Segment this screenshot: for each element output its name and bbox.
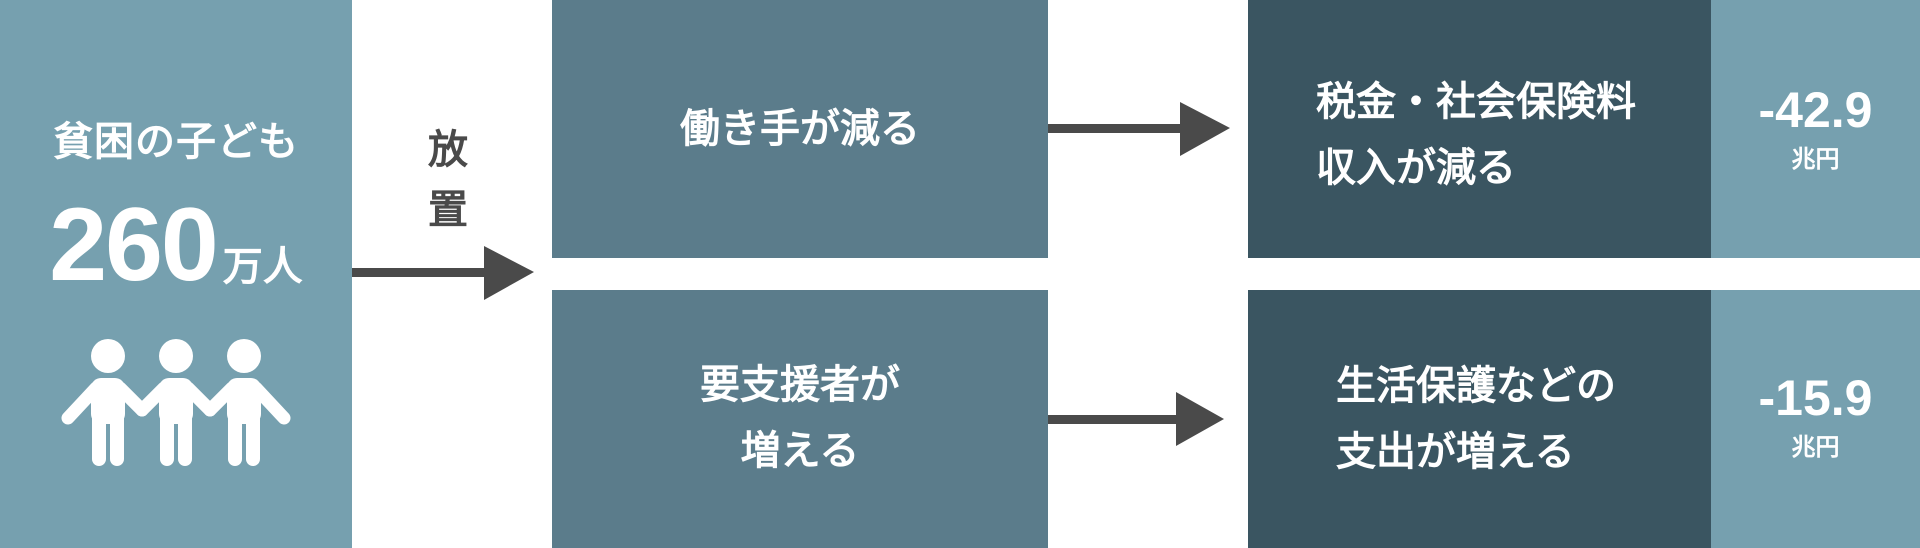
more-support-needed-line1: 要支援者が [700,362,900,408]
welfare-spending-box: 生活保護などの 支出が増える [1248,290,1711,548]
fewer-workers-box: 働き手が減る [552,0,1048,258]
bottom-right-arrow-icon [1048,392,1224,446]
tax-revenue-box: 税金・社会保険料 収入が減る [1248,0,1711,258]
tax-revenue-amount-box: -42.9 兆円 [1711,0,1920,258]
tax-revenue-amount: -42.9 [1758,82,1873,138]
neglect-label-line2: 置 [428,187,468,233]
welfare-spending-line2: 支出が増える [1336,429,1575,475]
poor-children-count-unit: 万人 [222,244,303,290]
poor-children-label: 貧困の子ども [53,119,299,165]
welfare-spending-amount-unit: 兆円 [1791,433,1840,461]
neglect-label-line1: 放 [428,127,468,173]
neglect-label: 放 置 [420,120,476,240]
more-support-needed-line2: 増える [740,428,860,474]
people-icon [61,339,291,466]
neglect-arrow-icon [352,246,534,300]
tax-revenue-line2: 収入が減る [1316,145,1516,191]
top-right-arrow-icon [1048,102,1230,156]
welfare-spending-line1: 生活保護などの [1336,363,1616,409]
welfare-spending-amount: -15.9 [1758,370,1873,426]
welfare-spending-amount-box: -15.9 兆円 [1711,290,1920,548]
tax-revenue-amount-unit: 兆円 [1791,145,1840,173]
poor-children-count: 260 [49,187,219,303]
more-support-needed-box: 要支援者が 増える [552,290,1048,548]
fewer-workers-text: 働き手が減る [680,106,920,152]
tax-revenue-line1: 税金・社会保険料 [1316,79,1636,125]
